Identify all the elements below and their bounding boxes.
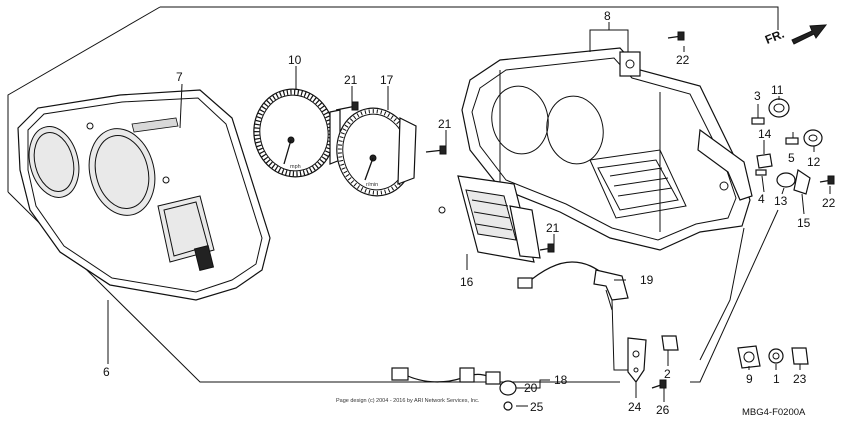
part-label[interactable]: 21 (546, 221, 560, 235)
leader-lines (107, 22, 831, 407)
part-label[interactable]: 8 (604, 9, 611, 23)
part-label[interactable]: 26 (656, 403, 670, 417)
fastener-items (335, 31, 835, 411)
front-direction-label: FR. (763, 27, 786, 47)
diagram-code: MBG4-F0200A (742, 407, 806, 418)
speedometer-gauge: mph (253, 88, 341, 178)
part-label[interactable]: 20 (524, 381, 538, 395)
part-label[interactable]: 13 (774, 194, 788, 208)
part-label[interactable]: 1 (773, 372, 780, 386)
speed-sensor-harness (391, 367, 501, 385)
part-label[interactable]: 23 (793, 372, 807, 386)
part-labels: 7 6 10 17 21 21 21 8 22 16 19 3 11 14 5 … (103, 9, 836, 417)
front-direction-arrow: FR. (763, 24, 828, 47)
part-label[interactable]: 3 (754, 89, 761, 103)
part-label[interactable]: 4 (758, 192, 765, 206)
part-label[interactable]: 17 (380, 73, 394, 87)
speedo-unit-text: mph (290, 164, 301, 170)
part-label[interactable]: 25 (530, 400, 544, 414)
sub-harness (517, 261, 629, 311)
part-label[interactable]: 7 (176, 70, 183, 84)
part-label[interactable]: 5 (788, 151, 795, 165)
part-label[interactable]: 15 (797, 216, 811, 230)
assembly-outline (160, 6, 779, 30)
part-label[interactable]: 21 (438, 117, 452, 131)
part-label[interactable]: 22 (822, 196, 836, 210)
tachometer-gauge: r/min (336, 107, 417, 197)
meter-housing (461, 47, 753, 251)
part-label[interactable]: 6 (103, 365, 110, 379)
part-label[interactable]: 9 (746, 372, 753, 386)
part-label[interactable]: 12 (807, 155, 821, 169)
part-label[interactable]: 18 (554, 373, 568, 387)
copyright-notice: Page design (c) 2004 - 2016 by ARI Netwo… (336, 398, 480, 404)
part-label[interactable]: 14 (758, 127, 772, 141)
part-label[interactable]: 24 (628, 400, 642, 414)
part-label[interactable]: 11 (771, 83, 784, 97)
part-label[interactable]: 16 (460, 275, 474, 289)
tacho-unit-text: r/min (366, 182, 378, 188)
part-label[interactable]: 10 (288, 53, 302, 67)
part-label[interactable]: 21 (344, 73, 358, 87)
part-label[interactable]: 19 (640, 273, 654, 287)
part-label[interactable]: 2 (664, 367, 671, 381)
part-label[interactable]: 22 (676, 53, 690, 67)
meter-case-cover (17, 89, 271, 301)
lcd-display-unit (438, 175, 541, 263)
